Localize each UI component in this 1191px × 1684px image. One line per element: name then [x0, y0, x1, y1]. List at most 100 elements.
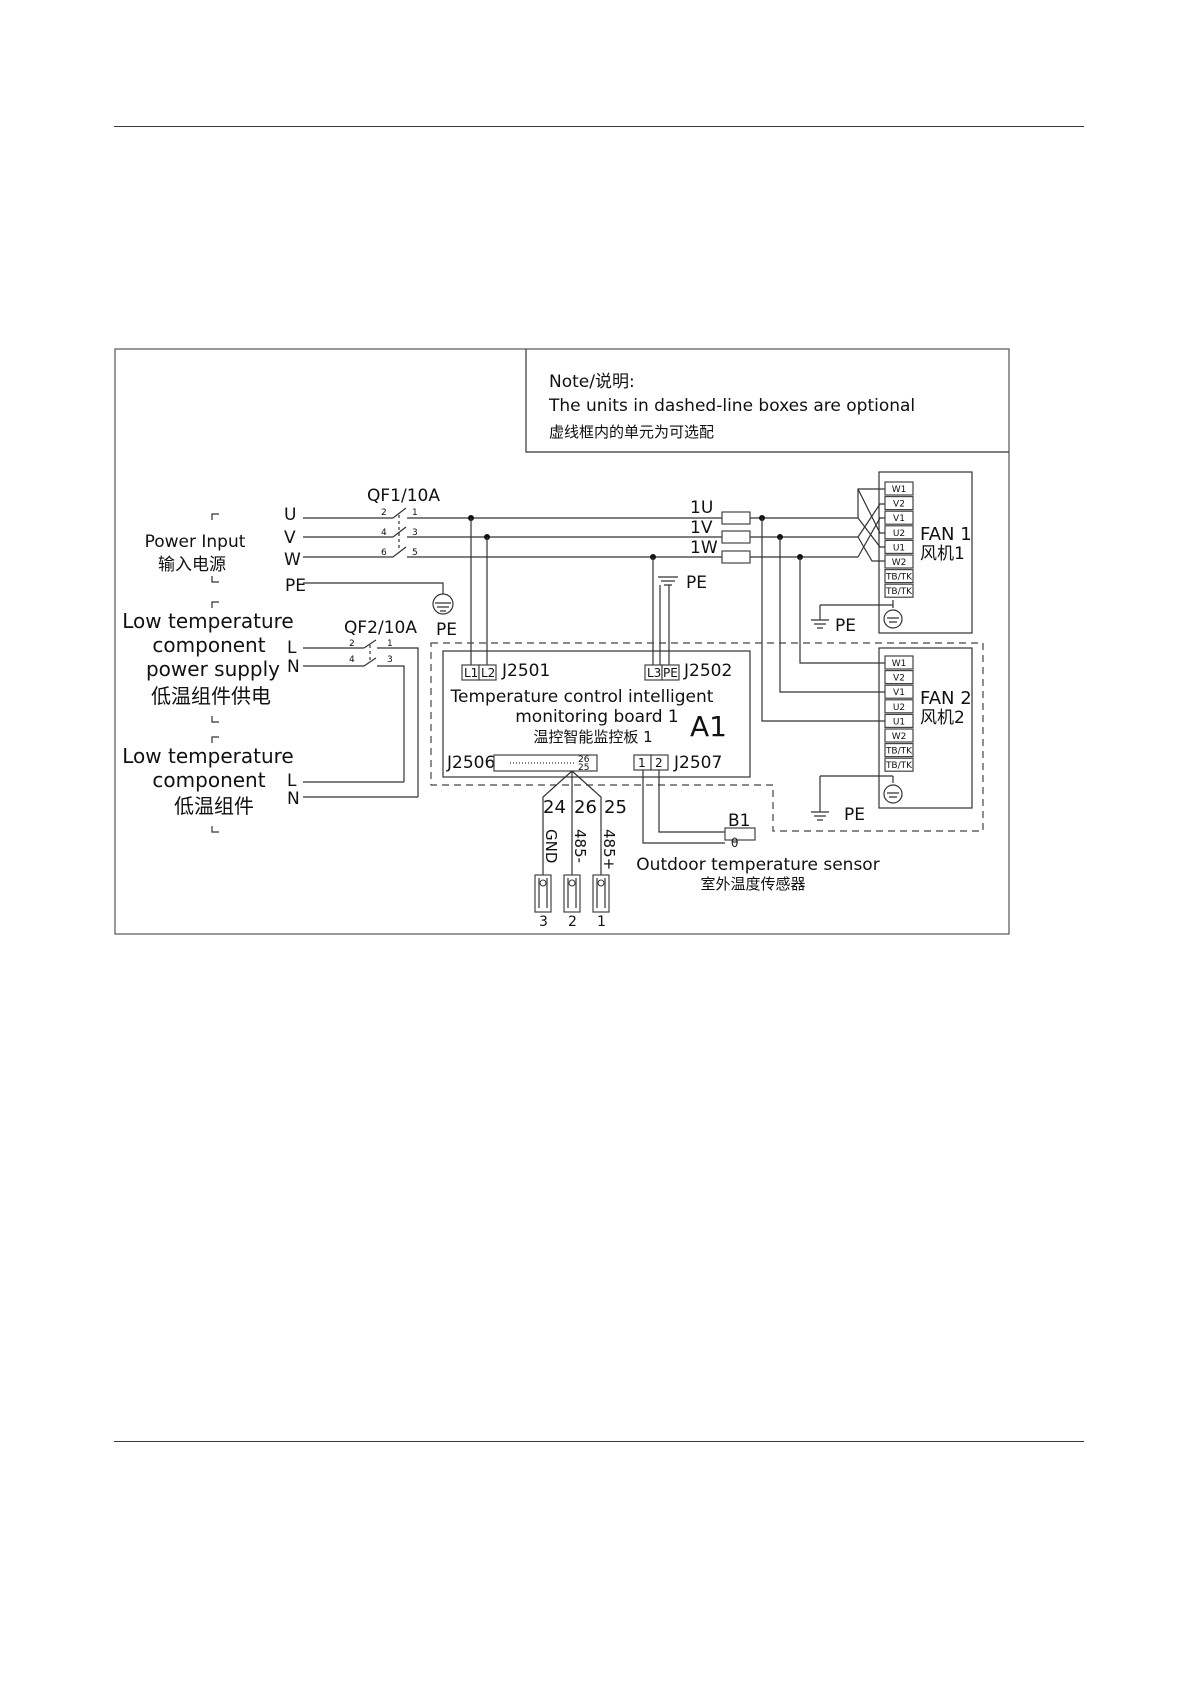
svg-text:PE: PE — [663, 666, 678, 680]
fan2-terminal-label: TB/TK — [885, 761, 913, 771]
ground-symbol-mid: PE — [658, 573, 707, 665]
fan2-label: FAN 2 — [920, 688, 972, 709]
low-temp-supply-line2: component — [152, 633, 265, 657]
sensor-id: B1 — [728, 811, 750, 831]
fan2-terminal-label: W1 — [892, 659, 907, 669]
svg-text:3: 3 — [387, 655, 393, 665]
svg-text:1: 1 — [387, 639, 393, 649]
optional-dashed-box — [430, 642, 984, 832]
top-rule — [114, 126, 1084, 127]
sensor-symbol: θ — [731, 836, 738, 850]
fan1-terminal-8 — [884, 583, 914, 598]
output-1u: 1U — [690, 498, 713, 518]
fuse-1v — [721, 530, 751, 544]
svg-text:1: 1 — [412, 508, 418, 518]
svg-text:L2: L2 — [481, 666, 495, 680]
connector-j2502: J2502 — [683, 661, 732, 681]
fan2-terminal-4 — [884, 699, 914, 714]
svg-text:5: 5 — [412, 548, 418, 558]
comm-pin-24: 24 — [543, 797, 566, 818]
pe-label-fan2: PE — [844, 805, 865, 825]
comm-signal-485plus: 485+ — [600, 829, 618, 870]
fan2-terminal-8 — [884, 757, 914, 772]
comm-signal-gnd: GND — [542, 829, 560, 863]
breaker-qf1-label: QF1/10A — [367, 486, 440, 506]
fan2-terminal-7 — [884, 742, 914, 758]
fan1-terminal-label: W2 — [892, 558, 907, 568]
connector-j2507: J2507 — [673, 753, 722, 773]
output-1v: 1V — [690, 518, 713, 538]
power-input-pe: PE — [285, 576, 306, 596]
connector-j2501: J2501 — [501, 661, 550, 681]
terminal-number-2: 2 — [568, 914, 577, 930]
bottom-rule — [114, 1441, 1084, 1442]
note-title: Note/说明: — [549, 372, 635, 392]
fan1-terminal-label: U2 — [893, 529, 905, 539]
fan2-label-zh: 风机2 — [920, 708, 965, 728]
note-box: Note/说明: The units in dashed-line boxes … — [525, 349, 1009, 453]
low-temp-component-line1: Low temperature — [122, 744, 293, 768]
power-input-label: Power Input — [145, 532, 246, 552]
fan1-terminal-label: TB/TK — [885, 573, 913, 583]
svg-text:3: 3 — [412, 528, 418, 538]
outdoor-temp-sensor: B1 θ Outdoor temperature sensor 室外温度传感器 — [636, 770, 880, 893]
comm-signal-485minus: 485- — [571, 829, 589, 863]
fan2-terminal-label: U1 — [893, 717, 905, 727]
diagram-frame — [114, 348, 1010, 935]
fan2-terminal-label: V2 — [893, 674, 905, 684]
low-temp-supply-group: Low temperature component power supply 低… — [122, 601, 419, 797]
fan2-terminal-label: W2 — [892, 732, 907, 742]
fan2-terminal-2 — [884, 669, 914, 685]
board-id: A1 — [690, 710, 727, 743]
fuse-1w — [721, 550, 751, 564]
terminal-number-3: 3 — [539, 914, 548, 930]
fan1-terminal-7 — [884, 568, 914, 584]
fan2-terminal-5 — [884, 713, 914, 729]
board-title-line1: Temperature control intelligent — [450, 687, 714, 707]
ground-symbol-input: PE — [303, 582, 457, 640]
output-1w: 1W — [690, 538, 718, 558]
low-temp-component-line2: component — [152, 768, 265, 792]
fan1-label: FAN 1 — [920, 524, 972, 545]
fan2-terminal-6 — [884, 728, 914, 743]
pe-label-fan1: PE — [835, 616, 856, 636]
terminal-number-1: 1 — [597, 914, 606, 930]
fan2-terminal-label: U2 — [893, 703, 905, 713]
fan1-terminal-2 — [884, 496, 914, 511]
board-title-line2: monitoring board 1 — [515, 707, 679, 727]
svg-text:26: 26 — [578, 755, 590, 765]
board-title-zh: 温控智能监控板 1 — [533, 728, 652, 746]
note-line-en: The units in dashed-line boxes are optio… — [548, 396, 915, 416]
svg-text:2: 2 — [349, 639, 355, 649]
low-temp-component-n: N — [287, 789, 300, 809]
pe-label-mid: PE — [686, 573, 707, 593]
connector-j2506: J2506 — [446, 753, 495, 773]
fan1-terminal-6 — [884, 554, 914, 569]
sensor-label-zh: 室外温度传感器 — [700, 875, 805, 893]
low-temp-component-zh: 低温组件 — [174, 794, 254, 818]
power-input-label-zh: 输入电源 — [158, 555, 226, 575]
power-input-group: Power Input 输入电源 U V W PE — [145, 505, 306, 596]
low-temp-supply-zh: 低温组件供电 — [151, 684, 271, 708]
three-phase-lines: QF1/10A 2 1 4 3 6 5 1U 1V 1W — [303, 486, 885, 722]
note-line-zh: 虚线框内的单元为可选配 — [549, 423, 714, 441]
fan1-terminal-label: V2 — [893, 500, 905, 510]
fan1-terminal-4 — [884, 525, 914, 540]
svg-text:2: 2 — [655, 756, 663, 770]
low-temp-component-group: Low temperature component 低温组件 L N — [122, 736, 418, 833]
svg-text:6: 6 — [381, 548, 387, 558]
svg-text:1: 1 — [638, 756, 646, 770]
sensor-label: Outdoor temperature sensor — [636, 855, 879, 875]
fan2-terminal-label: TB/TK — [885, 747, 913, 757]
comm-pin-26: 26 — [574, 797, 597, 818]
fan1-terminal-label: TB/TK — [885, 587, 913, 597]
svg-text:25: 25 — [578, 763, 589, 773]
fan1-terminal-3 — [884, 510, 914, 525]
svg-text:2: 2 — [381, 508, 387, 518]
breaker-qf2-label: QF2/10A — [344, 618, 417, 638]
low-temp-supply-line3: power supply — [146, 657, 280, 681]
